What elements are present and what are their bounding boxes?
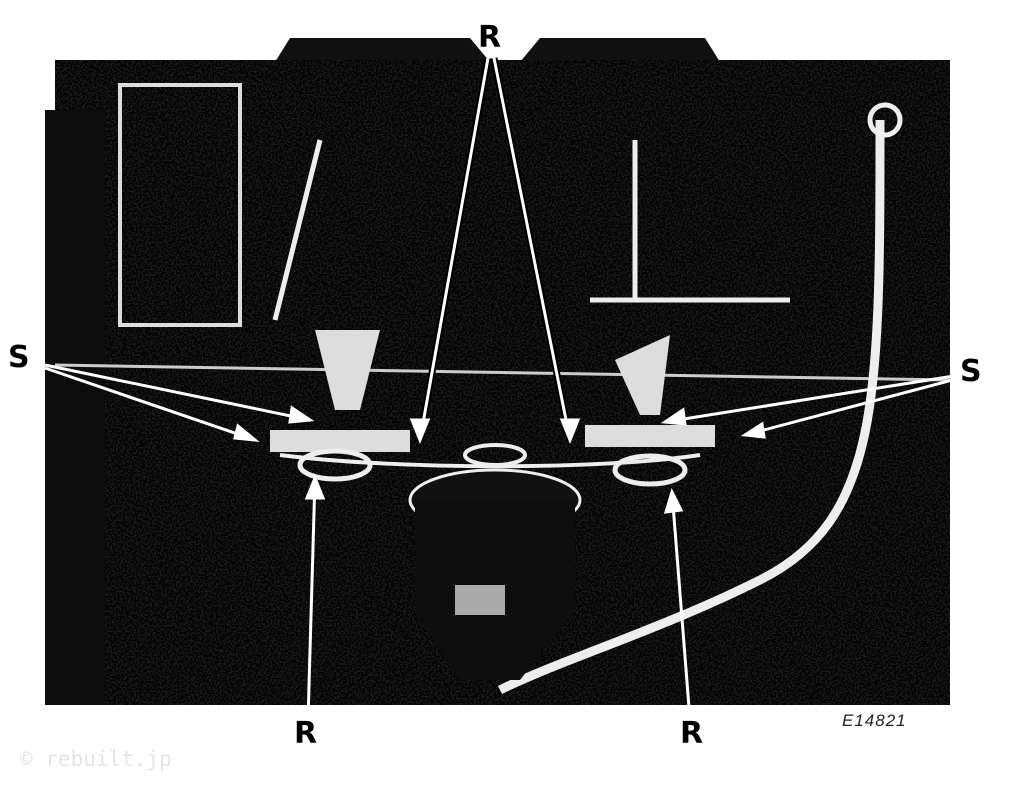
label-s-right: S (960, 354, 982, 389)
fuel-pump (408, 443, 582, 680)
reference-code: E14821 (842, 711, 907, 730)
leader-arrows (44, 57, 961, 721)
top-handle (275, 38, 720, 62)
watermark: © rebuilt.jp (20, 747, 172, 771)
label-s-left: S (8, 340, 30, 375)
label-r-bottom-left: R (294, 716, 318, 751)
label-r-top: R (478, 20, 502, 55)
label-r-bottom-right: R (680, 716, 704, 751)
